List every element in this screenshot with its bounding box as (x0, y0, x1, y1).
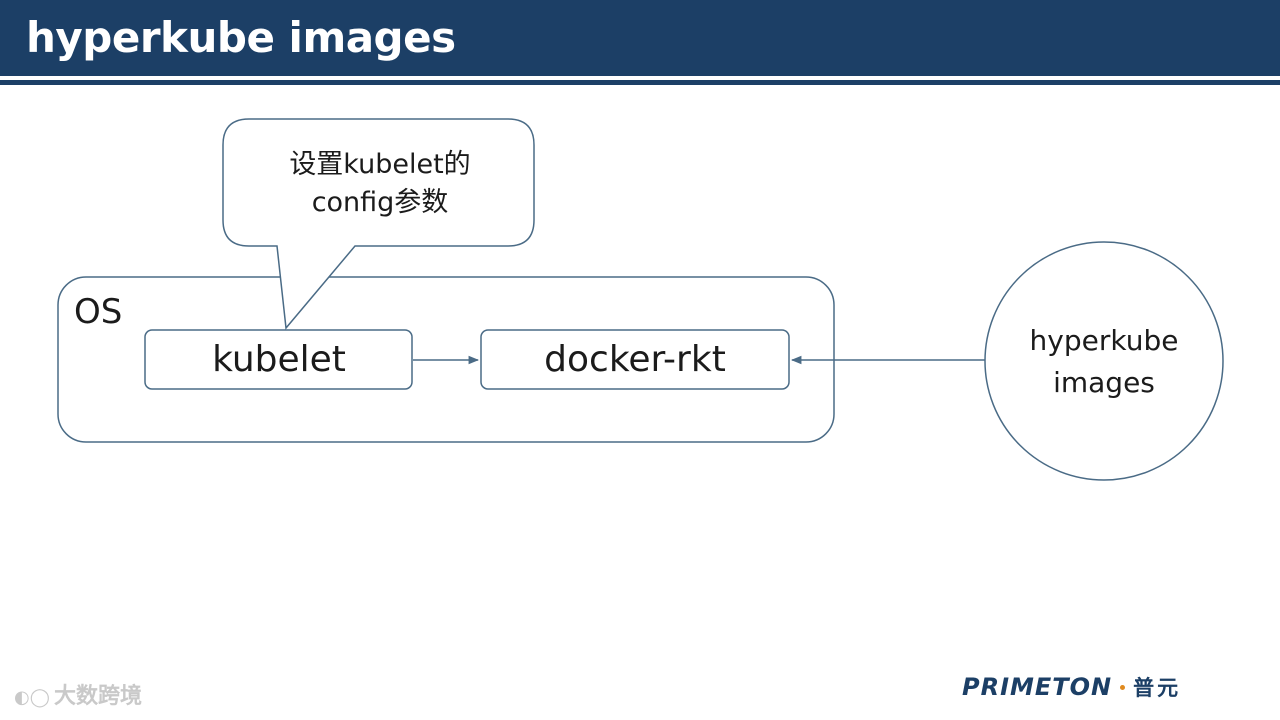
watermark-icon: ◐◯ (14, 687, 50, 708)
title-bar: hyperkube images (0, 0, 1280, 76)
watermark: ◐◯大数跨境 (14, 682, 142, 713)
logo-dot-icon (1120, 684, 1126, 690)
kubelet-box (144, 329, 413, 390)
kubelet-label: kubelet (212, 339, 346, 380)
docker-rkt-box (480, 329, 790, 390)
page-title: hyperkube images (26, 13, 456, 62)
hyperkube-images-circle (984, 241, 1224, 481)
title-underline (0, 80, 1280, 85)
watermark-text: 大数跨境 (54, 684, 143, 709)
logo-wordmark: PRIMETON (962, 673, 1113, 701)
callout-bubble (222, 118, 535, 330)
primeton-logo: PRIMETON 普元 (962, 672, 1181, 702)
docker-rkt-label: docker-rkt (544, 339, 726, 380)
logo-chinese: 普元 (1133, 676, 1182, 700)
os-label: OS (74, 292, 123, 332)
